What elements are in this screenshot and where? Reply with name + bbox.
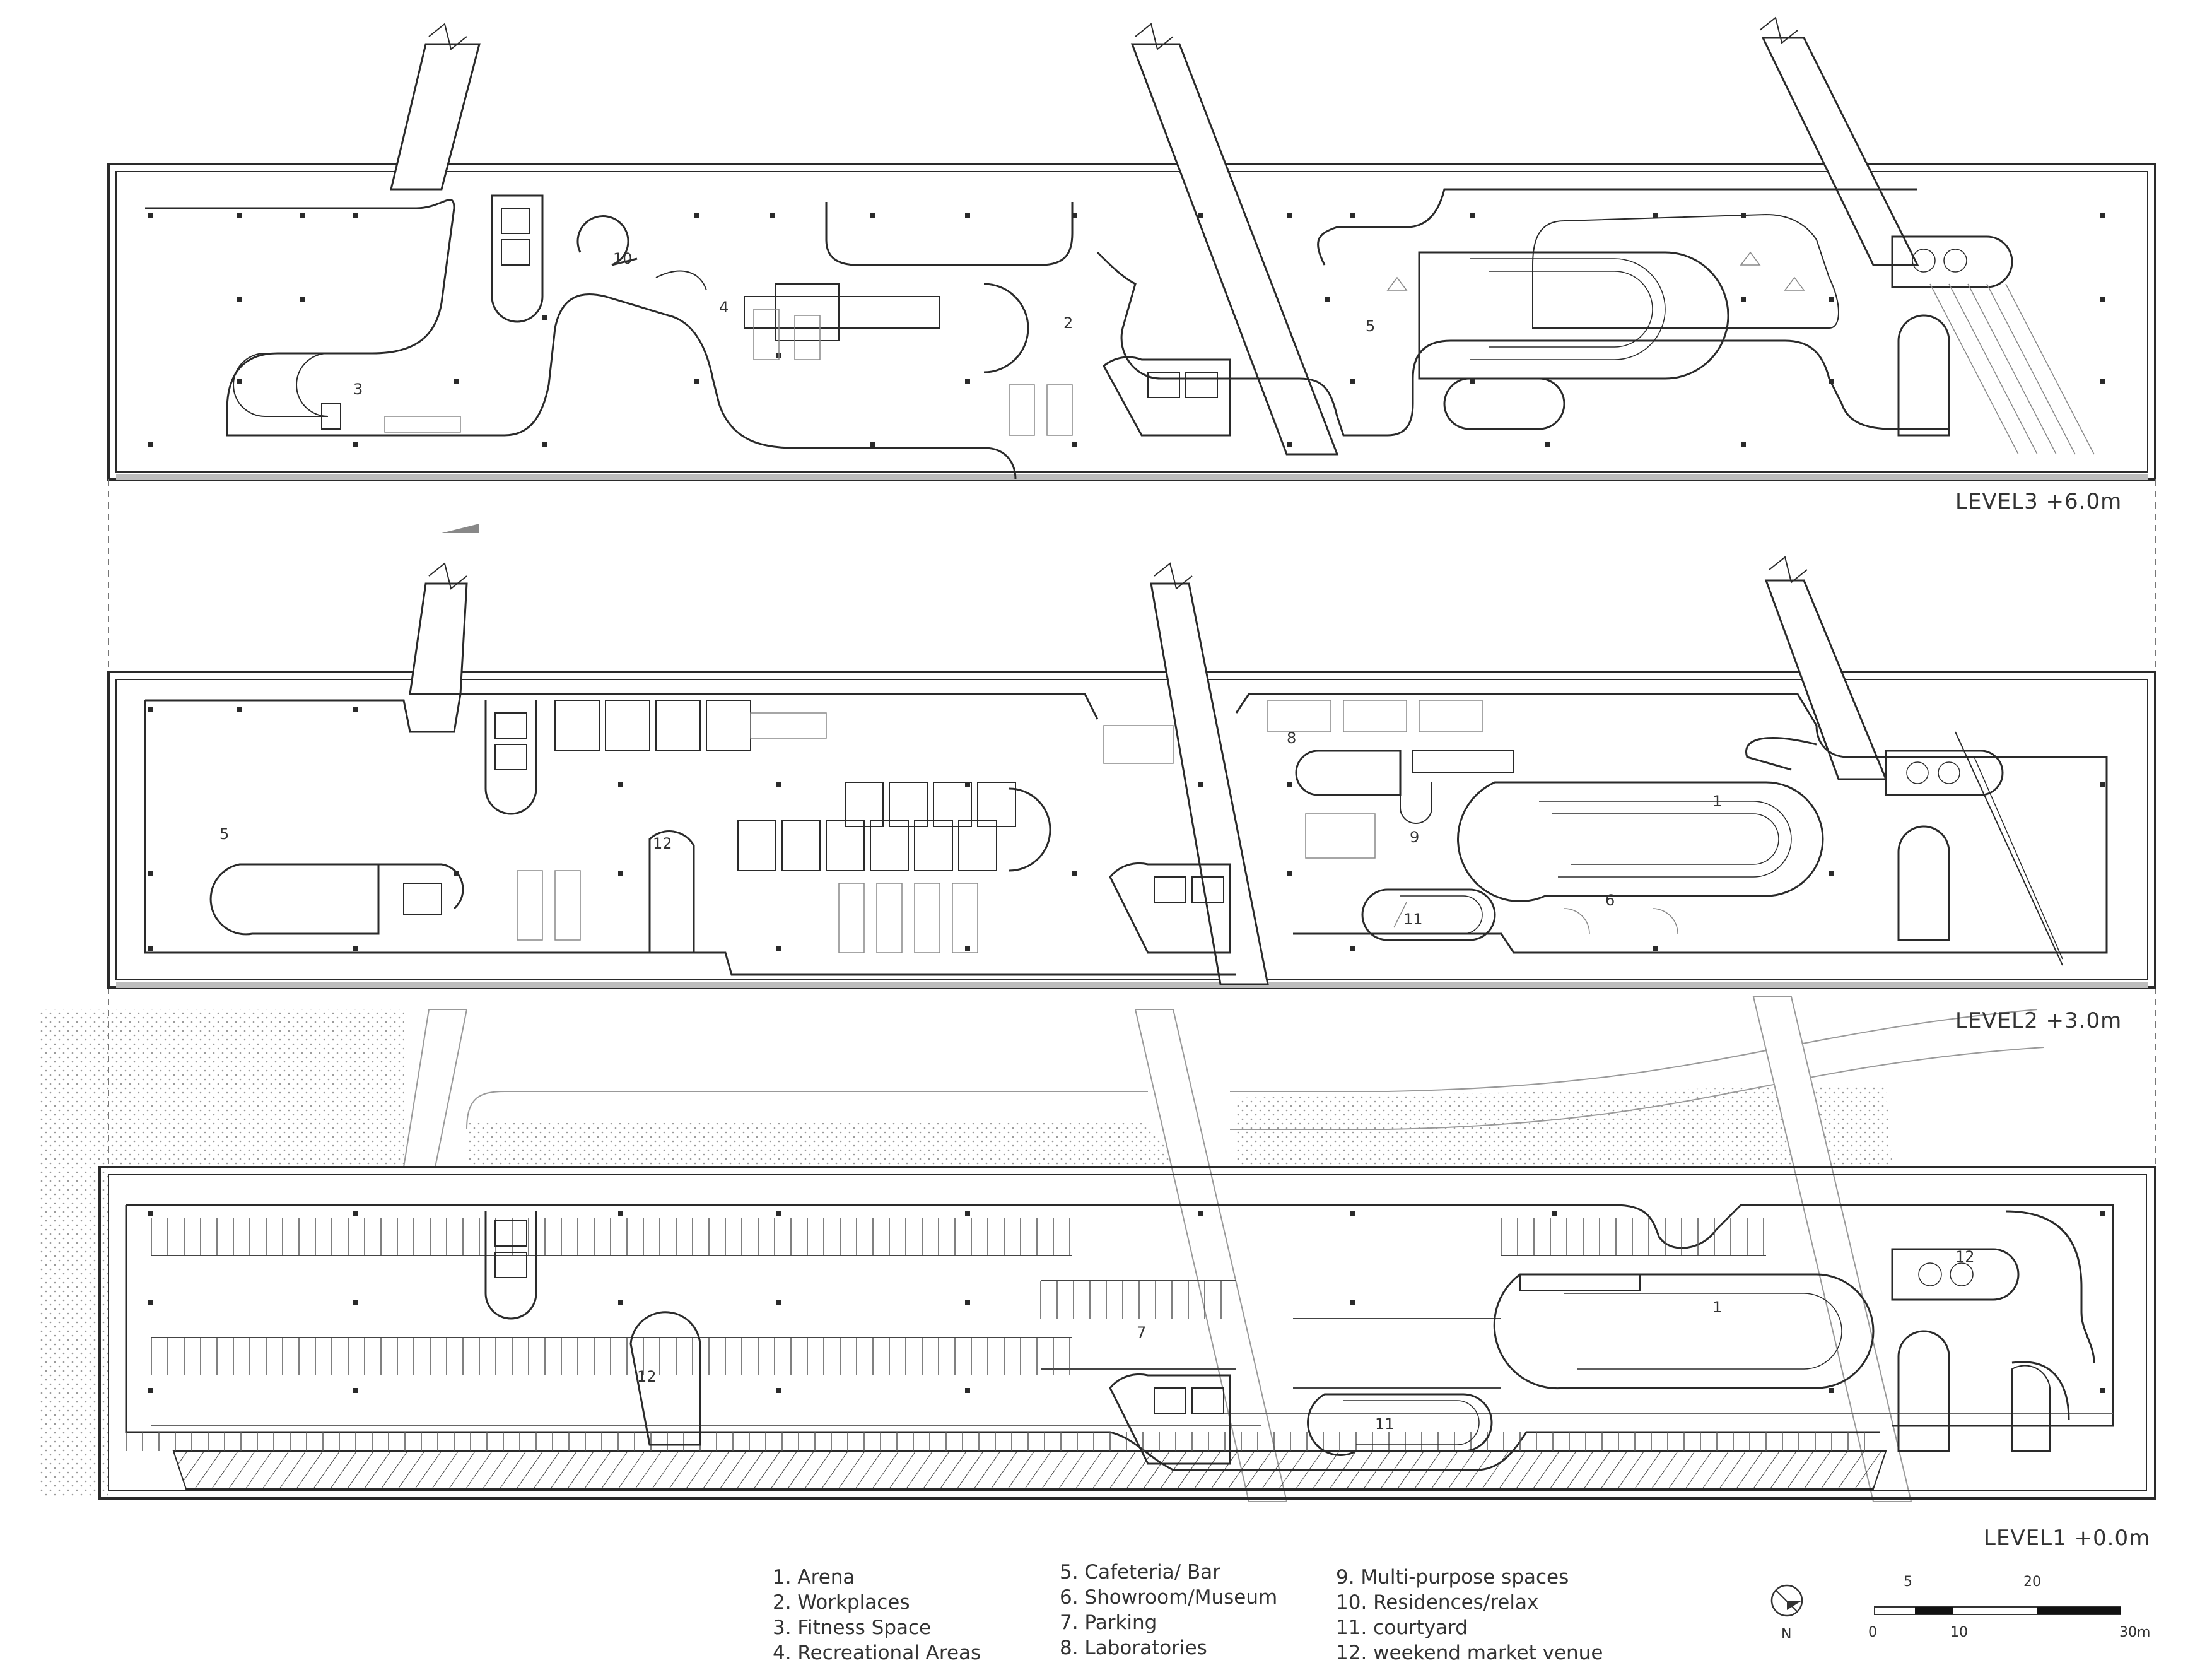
legend-item: 3. Fitness Space [773,1616,932,1639]
level1-plan: 7 1 12 12 11 [38,996,2156,1502]
legend-item: 10. Residences/relax [1336,1591,1539,1614]
scale-bottom-30m: 30m [2119,1625,2151,1640]
space-number: 11 [1403,910,1423,928]
north-label: N [1781,1626,1792,1642]
level1-title: LEVEL1 +0.0m [1984,1526,2151,1551]
level2-plan: 8 1 9 5 12 6 11 [107,556,2156,989]
legend-column-2: 5. Cafeteria/ Bar 6. Showroom/Museum 7. … [1060,1560,1277,1661]
level1-column-grid [148,1211,2105,1393]
space-number: 7 [1137,1324,1146,1341]
legend-column-1: 1. Arena 2. Workplaces 3. Fitness Space … [773,1565,981,1666]
legend-item: 9. Multi-purpose spaces [1336,1566,1569,1589]
space-number: 4 [719,298,729,316]
north-arrow-shadow [442,524,479,533]
level-connectors [108,479,2156,1167]
legend-item: 1. Arena [773,1566,855,1589]
level1-space-markers: 7 1 12 12 11 [637,1248,1975,1433]
scale-bottom-10: 10 [1950,1625,1968,1640]
scale-bottom-0: 0 [1868,1625,1877,1640]
level3-furniture [384,251,2095,455]
legend-item: 12. weekend market venue [1336,1642,1603,1664]
level1-stall-ticks [126,1218,1865,1451]
legend-item: 8. Laboratories [1060,1637,1207,1659]
space-number: 10 [613,250,633,268]
level2-space-markers: 8 1 9 5 12 6 11 [219,729,1722,928]
level3-plan: 10 4 2 3 5 [107,16,2156,481]
space-number: 11 [1375,1415,1395,1433]
space-number: 2 [1063,314,1073,332]
scale-bar [1874,1606,2121,1615]
level3-title: LEVEL3 +6.0m [1955,489,2122,514]
space-number: 1 [1712,792,1722,810]
space-number: 6 [1605,891,1615,909]
space-number: 5 [219,825,229,843]
legend-item: 5. Cafeteria/ Bar [1060,1561,1220,1584]
space-number: 8 [1287,729,1296,747]
level3-column-grid [148,213,2105,447]
space-number: 1 [1712,1298,1722,1316]
legend-item: 6. Showroom/Museum [1060,1586,1278,1609]
level3-space-markers: 10 4 2 3 5 [353,250,1375,398]
legend-item: 11. courtyard [1336,1616,1468,1639]
scale-top-20: 20 [2023,1574,2041,1590]
space-number: 12 [1955,1248,1975,1266]
level1-parking-stalls [151,1255,2113,1426]
space-number: 12 [653,835,672,852]
legend-item: 2. Workplaces [773,1591,910,1614]
level2-furniture [517,700,1678,953]
space-number: 3 [353,380,363,398]
space-number: 5 [1366,317,1375,335]
legend-item: 7. Parking [1060,1611,1157,1634]
legend-item: 4. Recreational Areas [773,1642,981,1664]
level2-title: LEVEL2 +3.0m [1955,1008,2122,1033]
space-number: 9 [1410,828,1419,846]
level2-column-grid [148,707,2105,951]
north-arrow-icon [1770,1584,1803,1617]
legend-column-3: 9. Multi-purpose spaces 10. Residences/r… [1336,1565,1603,1666]
scale-top-5: 5 [1904,1574,1912,1590]
space-number: 12 [637,1368,657,1385]
